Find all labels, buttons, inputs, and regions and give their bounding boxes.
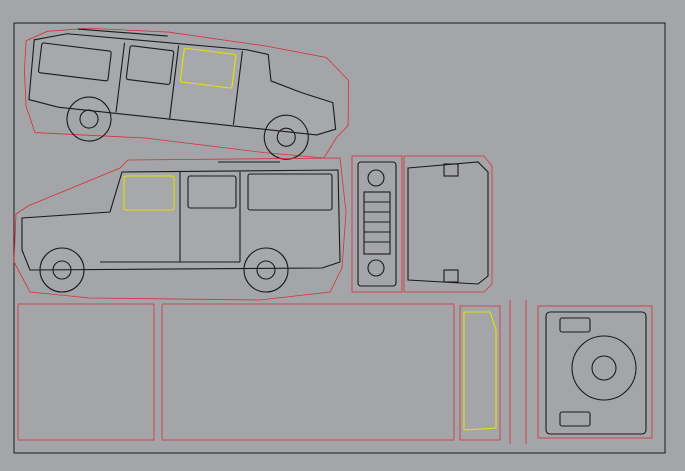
side-view-left-roof-rack (77, 28, 168, 37)
side-view-left-window-front (179, 47, 237, 89)
side-view-left-cut-outline (23, 27, 350, 159)
side-view-right-window-front (123, 175, 175, 211)
side-view-left-rear-wheel-icon (66, 96, 112, 142)
rear-door-strip-panel (463, 311, 497, 431)
side-view-left-rear-hub-icon (79, 109, 99, 129)
front-view-headlight-top-icon (367, 169, 385, 187)
rear-view-cut-outline (537, 305, 653, 439)
roof-panel-b-cut-outline (161, 303, 455, 441)
side-view-right[interactable] (13, 157, 347, 301)
roof-panel-b[interactable] (161, 303, 455, 441)
side-view-left-door-line-2 (169, 45, 180, 119)
side-view-left-door-line-1 (115, 42, 126, 113)
side-view-right-rear-hub-icon (256, 260, 276, 280)
rear-view-window-icon (559, 411, 591, 427)
roof-panel-a[interactable] (17, 303, 155, 441)
side-view-right-cut-outline (13, 157, 347, 301)
front-view-cut-outline (351, 155, 403, 293)
side-view-right-window-middle (187, 175, 237, 209)
hood-top-view-panel (407, 161, 489, 285)
side-view-left-door-line-3 (232, 51, 243, 125)
side-view-right-rear-wheel-icon (243, 247, 289, 293)
side-view-right-front-wheel-icon (39, 247, 85, 293)
rear-view-body (545, 311, 647, 435)
side-view-right-front-hub-icon (52, 260, 72, 280)
rear-door-strip-cut-outline (459, 305, 501, 441)
hood-vent-icon (443, 163, 459, 177)
spare-wheel-hub-icon (591, 355, 617, 381)
side-view-left-window-middle (125, 45, 175, 85)
front-view-body (357, 161, 397, 287)
hood-top-view[interactable] (403, 155, 493, 293)
side-view-left-front-wheel-icon (263, 114, 309, 160)
rear-view[interactable] (537, 305, 653, 439)
side-view-right-window-rear (247, 173, 333, 211)
hood-vent-icon (443, 269, 459, 283)
front-view-grille-icon (363, 191, 391, 255)
front-view-headlight-bottom-icon (367, 259, 385, 277)
rear-view-window-icon (559, 317, 591, 333)
side-view-left[interactable] (15, 15, 357, 172)
rear-door-strip[interactable] (459, 300, 527, 444)
side-view-left-body (28, 33, 337, 136)
hood-top-view-cut-outline (403, 155, 493, 293)
spare-wheel-icon (571, 335, 637, 401)
drawing-frame (13, 22, 666, 454)
side-view-left-window-rear (37, 42, 112, 82)
side-view-right-body (21, 169, 341, 271)
side-view-left-front-hub-icon (276, 127, 296, 147)
front-view[interactable] (351, 155, 403, 293)
roof-panel-a-cut-outline (17, 303, 155, 441)
